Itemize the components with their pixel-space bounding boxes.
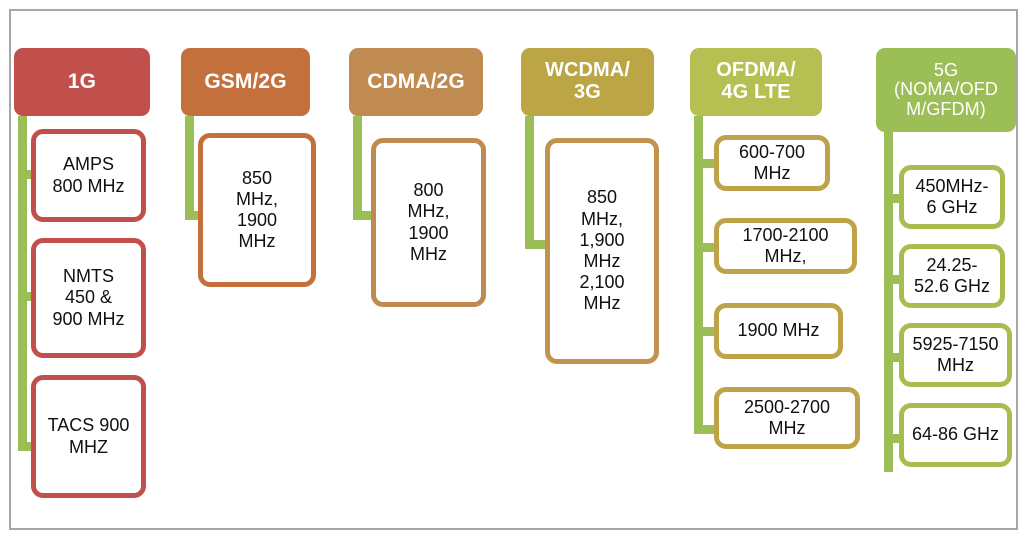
connector-spine-5g <box>884 132 893 472</box>
connector-stub-5g-2 <box>884 353 903 362</box>
generation-header-1g: 1G <box>14 48 150 116</box>
connector-spine-ofdma-4g-lte <box>694 116 703 434</box>
connector-stub-5g-0 <box>884 194 903 203</box>
connector-stub-ofdma-4g-lte-0 <box>694 159 718 168</box>
generation-header-wcdma-3g: WCDMA/3G <box>521 48 654 116</box>
band-box-5g-3: 64-86 GHz <box>899 403 1012 467</box>
connector-spine-wcdma-3g <box>525 116 534 249</box>
connector-stub-ofdma-4g-lte-3 <box>694 425 718 434</box>
generation-header-gsm-2g: GSM/2G <box>181 48 310 116</box>
band-box-5g-0: 450MHz-6 GHz <box>899 165 1005 229</box>
generation-header-cdma-2g: CDMA/2G <box>349 48 483 116</box>
connector-spine-cdma-2g <box>353 116 362 220</box>
connector-stub-gsm-2g-0 <box>185 211 202 220</box>
connector-spine-gsm-2g <box>185 116 194 220</box>
connector-stub-ofdma-4g-lte-1 <box>694 243 718 252</box>
generation-header-ofdma-4g-lte: OFDMA/4G LTE <box>690 48 822 116</box>
band-box-5g-1: 24.25-52.6 GHz <box>899 244 1005 308</box>
connector-stub-5g-3 <box>884 434 903 443</box>
connector-stub-5g-1 <box>884 275 903 284</box>
connector-stub-1g-1 <box>18 292 35 301</box>
connector-stub-cdma-2g-0 <box>353 211 375 220</box>
connector-stub-1g-0 <box>18 170 35 179</box>
connector-stub-wcdma-3g-0 <box>525 240 549 249</box>
connector-stub-ofdma-4g-lte-2 <box>694 327 718 336</box>
connector-spine-1g <box>18 116 27 446</box>
band-box-ofdma-4g-lte-2: 1900 MHz <box>714 303 843 359</box>
connector-stub-1g-2 <box>18 442 35 451</box>
